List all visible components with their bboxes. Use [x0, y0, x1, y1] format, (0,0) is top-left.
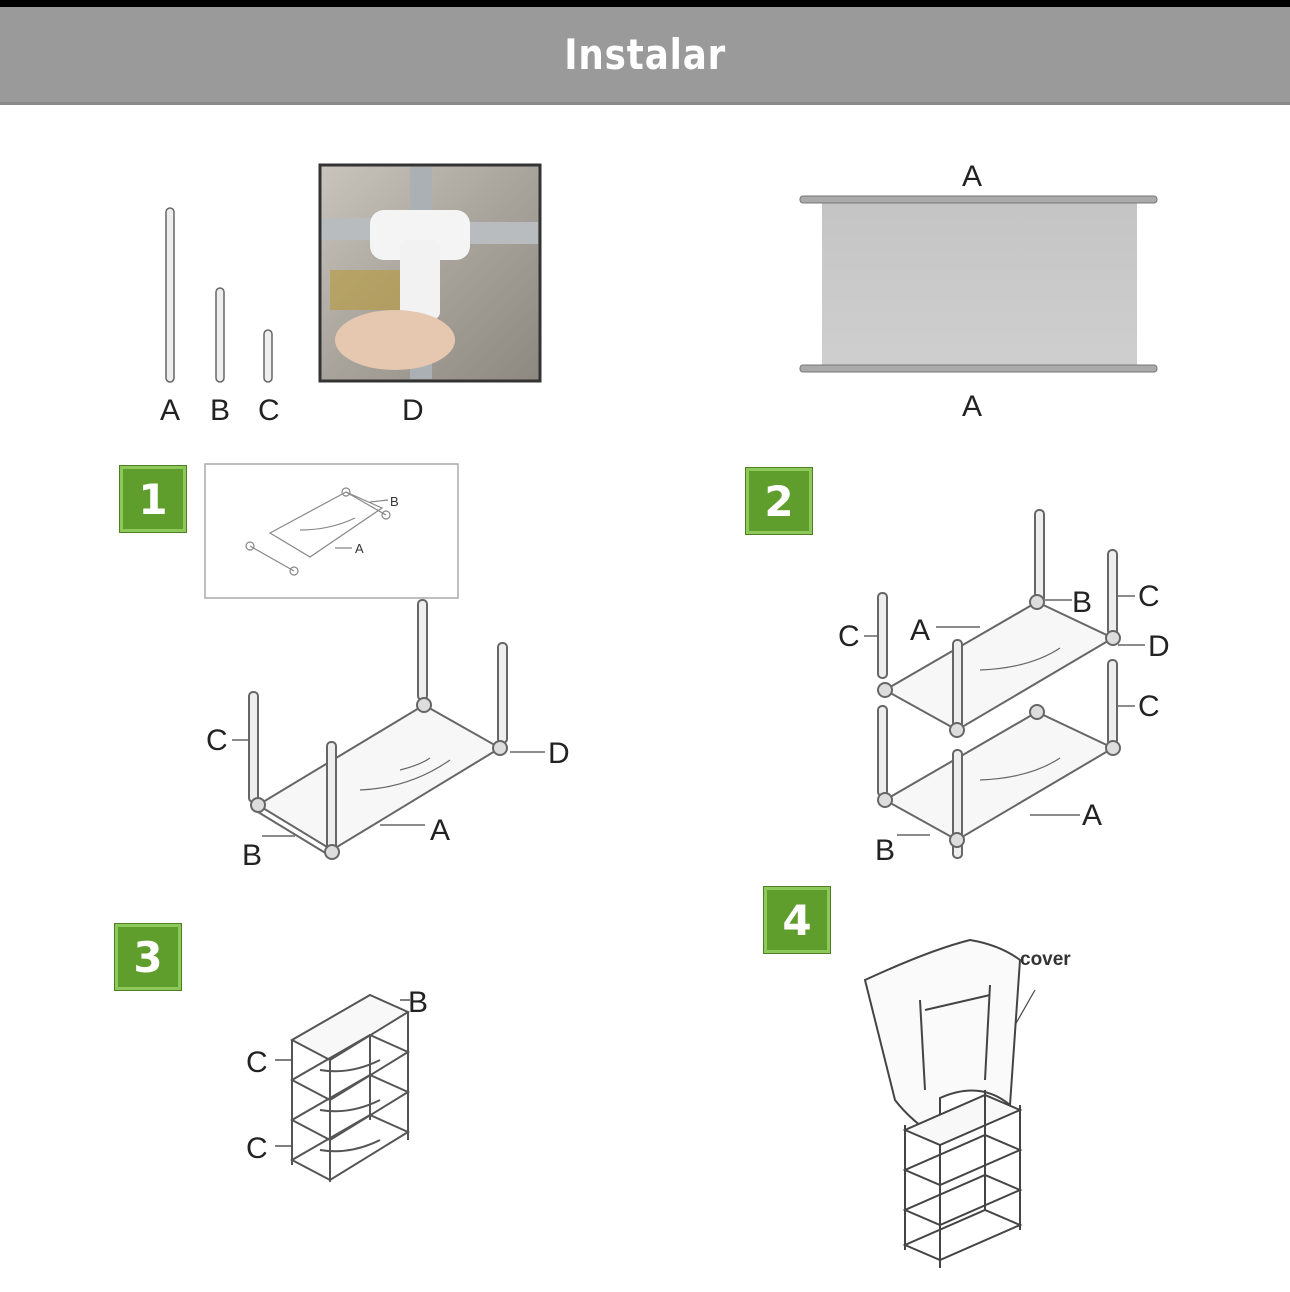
step2-d-label: D	[1148, 630, 1170, 663]
shelf-top-label: A	[962, 160, 982, 193]
step3-b-label: B	[408, 986, 428, 1019]
step1-c-label: C	[206, 724, 228, 757]
connector-photo	[318, 163, 542, 383]
step2-a-top-label: A	[910, 614, 930, 647]
step1-b-label: B	[242, 839, 262, 872]
inset-b-label: B	[390, 494, 399, 509]
rod-c-label: C	[258, 394, 280, 427]
rod-a-label: A	[160, 394, 180, 427]
step-3-badge: 3	[115, 924, 181, 990]
shelf-cloth-part	[799, 195, 1158, 373]
step4-cover-label: cover	[1020, 949, 1071, 970]
step2-b-label: B	[1072, 586, 1092, 619]
step-1-badge: 1	[120, 466, 186, 532]
header-banner: Instalar	[0, 7, 1290, 105]
connector-d-label: D	[402, 394, 424, 427]
step2-b-bottom-label: B	[875, 834, 895, 867]
parts-rods	[165, 207, 273, 383]
step1-a-label: A	[430, 814, 450, 847]
top-border	[0, 0, 1290, 7]
step-4-badge: 4	[764, 887, 830, 953]
step2-diagram	[864, 509, 1145, 859]
inset-a-label: A	[355, 541, 364, 556]
step2-a-bottom-label: A	[1082, 799, 1102, 832]
shelf-bottom-label: A	[962, 390, 982, 423]
step2-c-left-label: C	[838, 620, 860, 653]
step-2-badge: 2	[746, 468, 812, 534]
step4-diagram	[863, 938, 1036, 1268]
rod-b-label: B	[210, 394, 230, 427]
rod-c	[263, 329, 273, 383]
step1-inset: B A	[204, 463, 459, 599]
step3-c-bottom-label: C	[246, 1132, 268, 1165]
step2-c-top-label: C	[1138, 580, 1160, 613]
step2-c-mid-label: C	[1138, 690, 1160, 723]
step3-c-top-label: C	[246, 1046, 268, 1079]
rod-b	[215, 287, 225, 383]
step1-diagram	[232, 599, 545, 860]
rod-a	[165, 207, 175, 383]
step1-d-label: D	[548, 737, 570, 770]
page-title: Instalar	[564, 30, 726, 79]
step3-diagram	[275, 993, 411, 1182]
